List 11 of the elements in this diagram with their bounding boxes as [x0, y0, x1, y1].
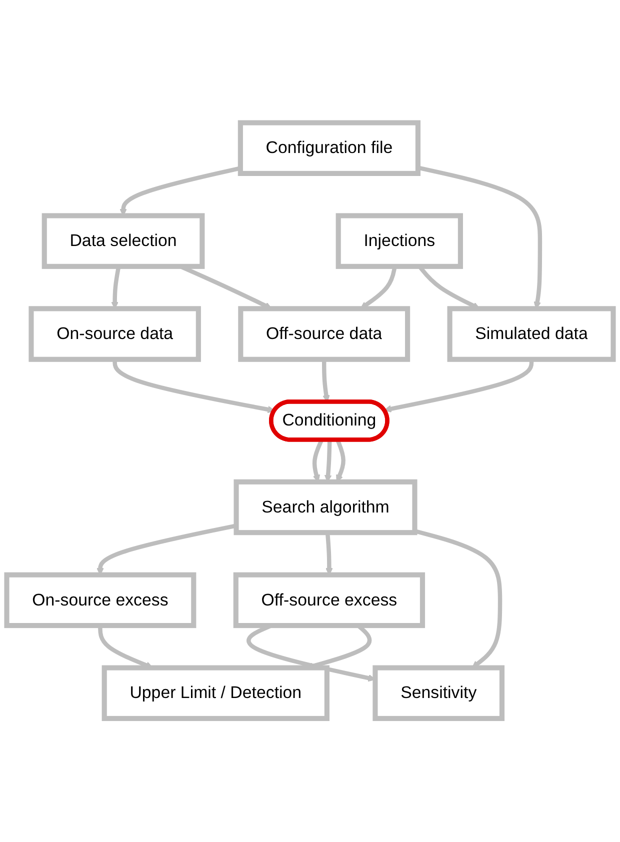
node-box: Upper Limit / Detection [102, 666, 330, 722]
node-box: Injections [336, 214, 463, 270]
node-box: Configuration file [238, 120, 420, 176]
node-box: On-source data [28, 306, 201, 362]
node-box: Off-source excess [233, 572, 426, 628]
node-box: On-source excess [4, 572, 196, 628]
node-box: Sensitivity [372, 666, 505, 722]
node-box: Simulated data [447, 306, 616, 362]
node-box: Data selection [42, 214, 205, 270]
node-box: Off-source data [238, 306, 410, 362]
node-box: Search algorithm [234, 480, 418, 536]
